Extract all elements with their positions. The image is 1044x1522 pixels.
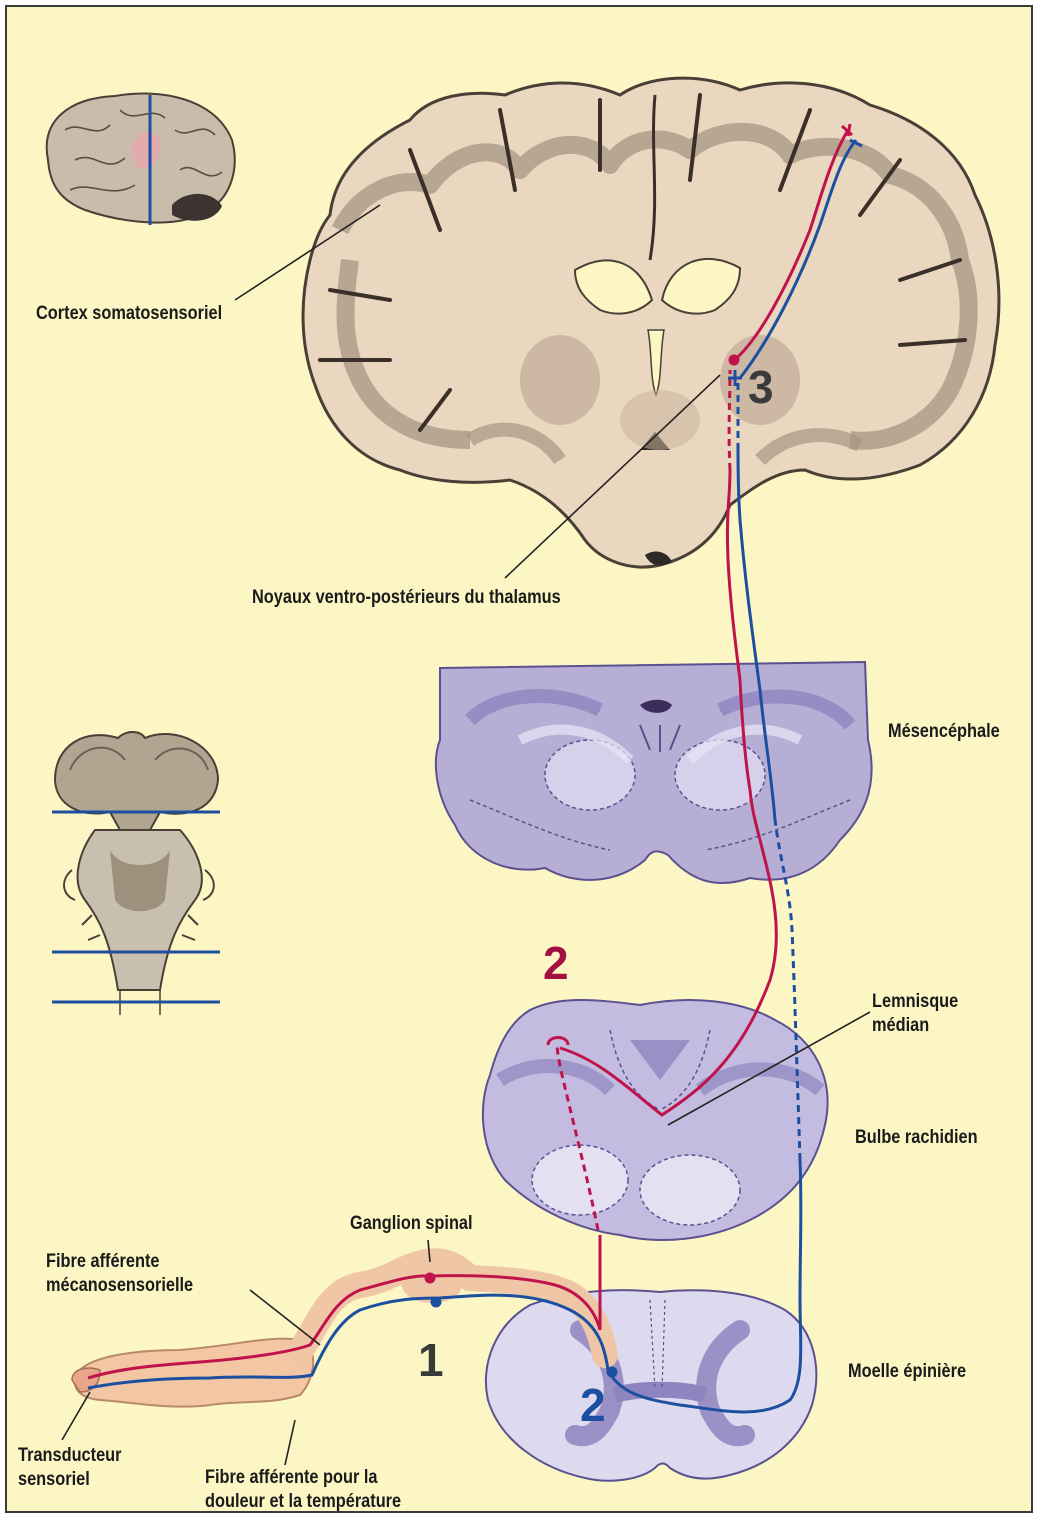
lateral-brain-thumbnail xyxy=(47,93,235,225)
label-transducteur-line1: Transducteur xyxy=(18,1444,122,1467)
relay-number-spinal: 2 xyxy=(580,1380,606,1430)
label-fibre-douleur-line2: douleur et la température xyxy=(205,1490,401,1513)
label-bulbe-rachidien: Bulbe rachidien xyxy=(855,1126,978,1149)
relay-number-medulla: 2 xyxy=(543,938,569,988)
pain-fibre-leader xyxy=(285,1420,295,1465)
transducer-leader xyxy=(62,1392,90,1440)
mesencephalon-section xyxy=(436,662,872,883)
label-lemnisque-line1: Lemnisque xyxy=(872,990,958,1013)
label-fibre-meca-line2: mécanosensorielle xyxy=(46,1274,193,1297)
label-fibre-douleur-line1: Fibre afférente pour la xyxy=(205,1466,378,1489)
brainstem-thumbnail xyxy=(52,732,220,1015)
label-cortex-somatosensoriel: Cortex somatosensoriel xyxy=(36,302,222,325)
label-fibre-meca-line1: Fibre afférente xyxy=(46,1250,160,1273)
label-lemnisque-line2: médian xyxy=(872,1014,929,1037)
coronal-brain-section xyxy=(303,78,999,567)
spinal-cord-section xyxy=(486,1290,816,1481)
label-moelle-epiniere: Moelle épinière xyxy=(848,1360,966,1383)
medulla-section xyxy=(483,1000,828,1240)
label-thalamus-nuclei: Noyaux ventro-postérieurs du thalamus xyxy=(252,586,561,609)
label-mesencephale: Mésencéphale xyxy=(888,720,1000,743)
label-transducteur-line2: sensoriel xyxy=(18,1468,90,1491)
relay-number-ganglion: 1 xyxy=(418,1335,444,1385)
label-ganglion-spinal: Ganglion spinal xyxy=(350,1212,473,1235)
relay-number-thalamus: 3 xyxy=(748,362,774,412)
